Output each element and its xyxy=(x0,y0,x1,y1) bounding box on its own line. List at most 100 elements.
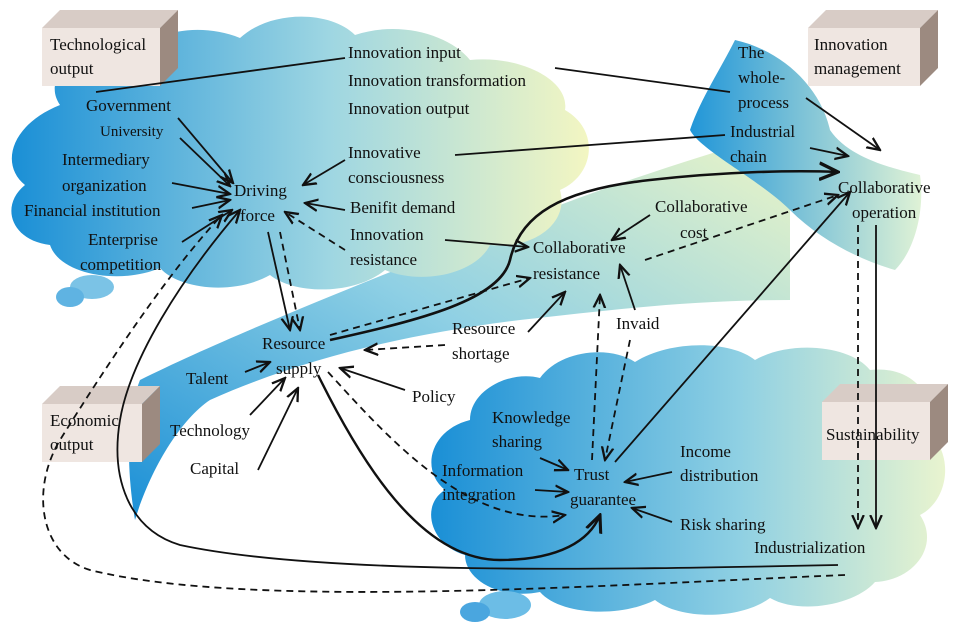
label-industrial-1: Industrial xyxy=(730,122,795,141)
box-sustainability: Sustainability xyxy=(822,384,948,460)
edge-force-supply-solid xyxy=(267,231,290,330)
label-consciousness-2: consciousness xyxy=(348,168,444,187)
edge-industrial-to-operation xyxy=(809,148,848,156)
label-invaid: Invaid xyxy=(616,314,660,333)
label-income-1: Income xyxy=(680,442,731,461)
label-innovation-transformation: Innovation transformation xyxy=(348,71,526,90)
edge-consciousness xyxy=(303,159,346,185)
box-label-management: management xyxy=(814,59,901,78)
edge-invaid-resistance xyxy=(620,265,636,311)
edge-invaid-trust xyxy=(605,339,631,460)
label-innovation-resistance-1: Innovation xyxy=(350,225,424,244)
node-resource-supply-2: supply xyxy=(276,359,322,378)
edge-income xyxy=(625,471,673,482)
node-industrialization: Industrialization xyxy=(754,538,866,557)
edge-capital xyxy=(257,388,298,471)
label-intermediary-2: organization xyxy=(62,176,147,195)
label-enterprise-1: Enterprise xyxy=(88,230,158,249)
node-collab-operation-1: Collaborative xyxy=(838,178,931,197)
edge-trust-resistance xyxy=(591,295,600,461)
edge-university xyxy=(179,137,230,186)
edge-benefit xyxy=(305,203,346,210)
edge-policy xyxy=(340,368,406,391)
puff xyxy=(460,602,490,622)
connectors xyxy=(42,57,880,593)
box-label-innovation: Innovation xyxy=(814,35,888,54)
label-collab-cost-2: cost xyxy=(680,223,708,242)
edge-shortage-supply xyxy=(365,345,446,350)
edge-return-dashed xyxy=(42,215,846,593)
edge-trust-operation xyxy=(614,192,850,463)
edge-technology xyxy=(249,378,285,416)
edge-shortage-resistance xyxy=(527,292,565,333)
edge-government xyxy=(177,117,233,183)
label-knowledge-2: sharing xyxy=(492,432,543,451)
label-policy: Policy xyxy=(412,387,456,406)
labels: Innovation input Innovation transformati… xyxy=(24,43,931,557)
label-information-1: Information xyxy=(442,461,524,480)
label-innovation-resistance-2: resistance xyxy=(350,250,417,269)
node-collab-resistance-1: Collaborative xyxy=(533,238,626,257)
edge-return-solid xyxy=(116,210,839,570)
label-capital: Capital xyxy=(190,459,239,478)
label-enterprise-2: competition xyxy=(80,255,162,274)
edge-knowledge xyxy=(539,457,568,470)
edge-whole-to-operation xyxy=(805,97,880,150)
edge-risk xyxy=(632,508,673,523)
node-driving-force-1: Driving xyxy=(234,181,287,200)
label-risk-sharing: Risk sharing xyxy=(680,515,766,534)
edge-financial xyxy=(191,200,230,208)
box-label-sustainability: Sustainability xyxy=(826,425,920,444)
bottom-right-cloud xyxy=(431,345,946,615)
puff xyxy=(479,591,531,619)
label-whole-1: The xyxy=(738,43,764,62)
management-funnel xyxy=(690,40,922,270)
edge-resistance-operation-dashed xyxy=(644,195,838,261)
box-label-economic: Economic xyxy=(50,411,119,430)
edge-cost-resistance xyxy=(612,214,651,240)
node-driving-force-2: force xyxy=(240,206,275,225)
node-resource-supply-1: Resource xyxy=(262,334,325,353)
label-information-2: integration xyxy=(442,485,516,504)
edge-supply-operation-thick xyxy=(329,171,838,342)
label-collab-cost-1: Collaborative xyxy=(655,197,748,216)
label-shortage-1: Resource xyxy=(452,319,515,338)
edge-chain-to-industrial xyxy=(454,134,726,156)
edge-force-supply-dashed xyxy=(279,231,300,330)
puff xyxy=(56,287,84,307)
label-shortage-2: shortage xyxy=(452,344,510,363)
edge-supply-resistance-dashed xyxy=(329,278,530,336)
box-label-output: output xyxy=(50,59,94,78)
label-consciousness-1: Innovative xyxy=(348,143,421,162)
label-university: University xyxy=(100,124,164,140)
label-industrial-2: chain xyxy=(730,147,767,166)
label-talent: Talent xyxy=(186,369,229,388)
label-income-2: distribution xyxy=(680,466,759,485)
label-whole-2: whole- xyxy=(738,68,786,87)
label-innovation-input: Innovation input xyxy=(348,43,461,62)
node-collab-operation-2: operation xyxy=(852,203,917,222)
node-collab-resistance-2: resistance xyxy=(533,264,600,283)
svg-text:Sustainability: Sustainability xyxy=(826,425,920,444)
label-innovation-output: Innovation output xyxy=(348,99,470,118)
label-financial: Financial institution xyxy=(24,201,161,220)
edge-supply-trust-solid xyxy=(316,374,600,562)
label-technology: Technology xyxy=(170,421,251,440)
label-whole-3: process xyxy=(738,93,789,112)
edge-intermediary xyxy=(171,182,230,194)
edge-supply-trust-dashed xyxy=(327,371,565,517)
box-innovation-management: Innovation management xyxy=(808,10,938,86)
edge-innovation-transformation xyxy=(95,57,346,93)
label-intermediary-1: Intermediary xyxy=(62,150,150,169)
label-benefit-demand: Benifit demand xyxy=(350,198,456,217)
node-trust-2: guarantee xyxy=(570,490,636,509)
box-economic-output: Economic output xyxy=(42,386,160,462)
box-label-technological: Technological xyxy=(50,35,146,54)
label-knowledge-1: Knowledge xyxy=(492,408,570,427)
box-label-econ-output: output xyxy=(50,435,94,454)
node-trust-1: Trust xyxy=(574,465,610,484)
edge-chain-to-whole xyxy=(554,67,731,93)
